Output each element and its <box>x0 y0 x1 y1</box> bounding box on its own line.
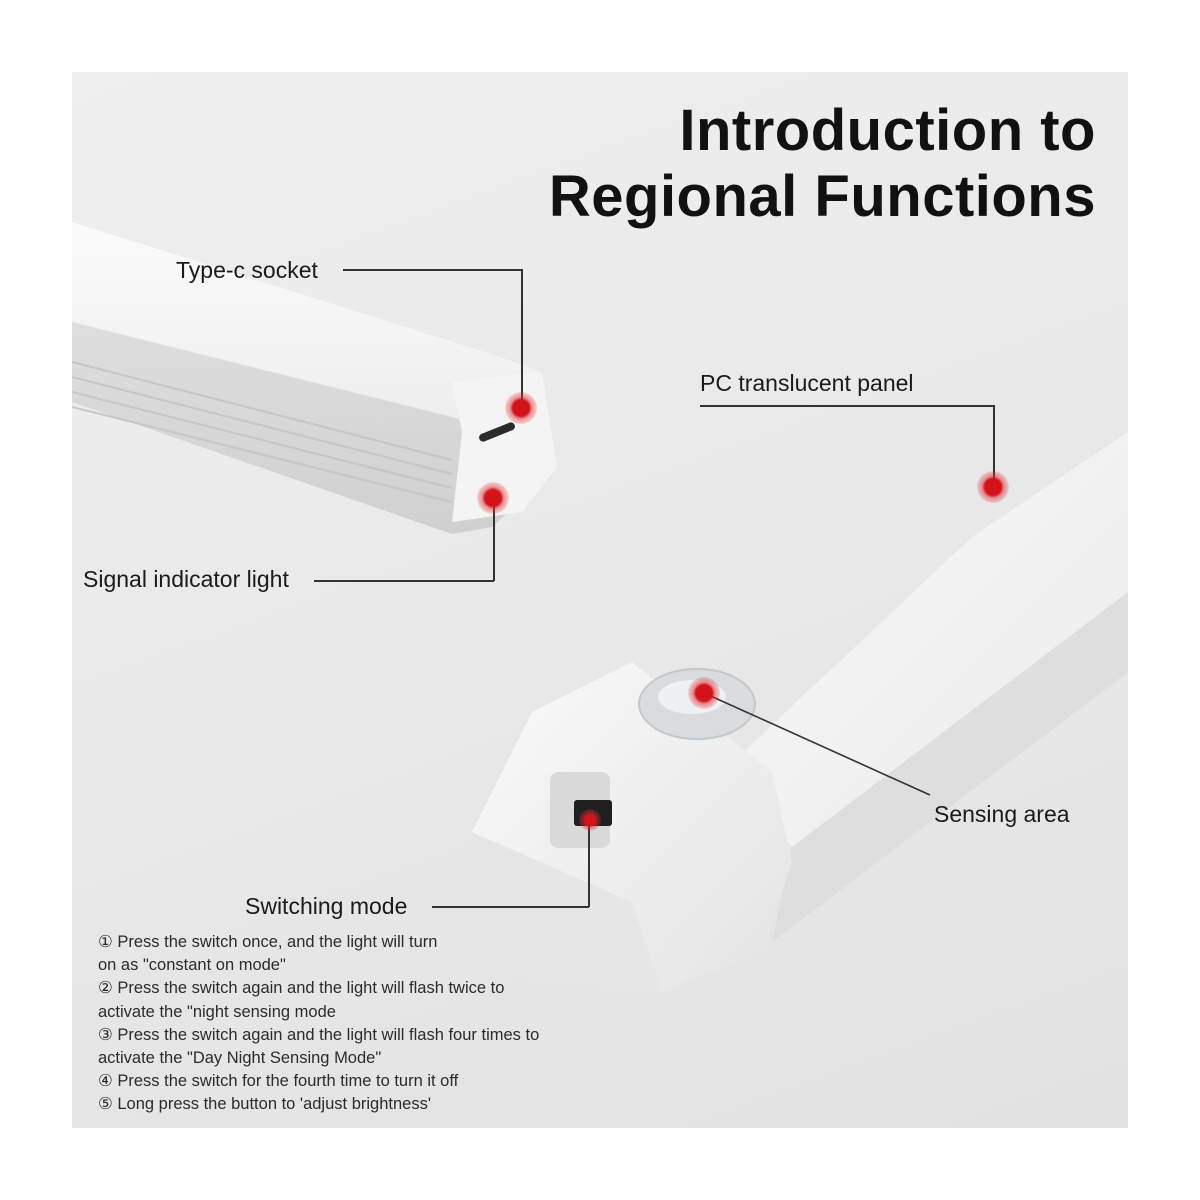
switching-mode-label: Switching mode <box>245 893 408 919</box>
type-c-socket-marker <box>505 392 537 424</box>
type-c-socket-leader-h <box>343 269 522 271</box>
instruction-line: on as "constant on mode" <box>98 956 286 975</box>
title-line-2: Regional Functions <box>548 164 1096 229</box>
signal-indicator-marker <box>477 482 509 514</box>
signal-indicator-leader-v <box>493 498 495 581</box>
upper-light-bar <box>72 222 557 534</box>
instruction-line: ② Press the switch again and the light w… <box>98 979 505 998</box>
sensing-area-label: Sensing area <box>934 801 1070 827</box>
signal-indicator-leader-h <box>314 580 494 582</box>
pc-panel-marker <box>977 471 1009 503</box>
instruction-line: ① Press the switch once, and the light w… <box>98 933 438 951</box>
instruction-line: activate the "night sensing mode <box>98 1002 336 1021</box>
signal-indicator-light-label: Signal indicator light <box>83 566 289 592</box>
page-title: Introduction to Regional Functions <box>549 98 1096 230</box>
lower-light-bar <box>472 432 1128 992</box>
instruction-line: activate the "Day Night Sensing Mode" <box>98 1049 382 1068</box>
type-c-socket-label: Type-c socket <box>176 257 318 283</box>
pc-panel-leader-v <box>993 405 995 487</box>
switching-mode-leader-h <box>432 906 589 908</box>
switching-mode-marker <box>579 809 601 831</box>
instruction-line: ④ Press the switch for the fourth time t… <box>98 1072 459 1091</box>
pc-panel-leader-h <box>700 405 994 407</box>
switching-mode-instructions: ① Press the switch once, and the light w… <box>98 931 618 1117</box>
sensing-area-marker <box>688 677 720 709</box>
instruction-line: ⑤ Long press the button to 'adjust brigh… <box>98 1095 431 1114</box>
title-line-1: Introduction to <box>679 98 1096 163</box>
instruction-line: ③ Press the switch again and the light w… <box>98 1025 540 1044</box>
type-c-socket-leader-v <box>521 269 523 408</box>
switching-mode-leader-v <box>588 820 590 907</box>
pc-translucent-panel-label: PC translucent panel <box>700 370 914 396</box>
type-c-port <box>479 422 515 442</box>
